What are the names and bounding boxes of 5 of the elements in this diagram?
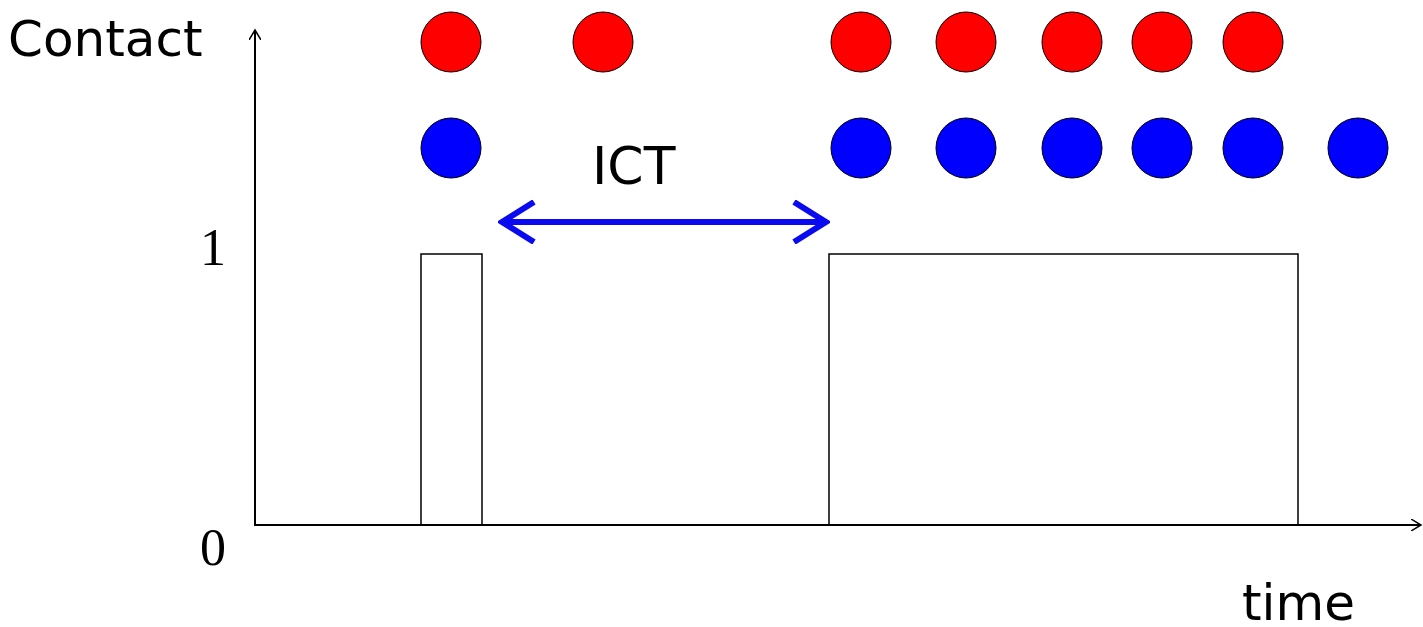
axis-label: Contact: [8, 14, 203, 64]
tick-label: 0: [200, 522, 226, 574]
axis-label: time: [1242, 578, 1355, 627]
tick-label: 1: [200, 222, 226, 274]
interval-label: ICT: [592, 140, 676, 192]
